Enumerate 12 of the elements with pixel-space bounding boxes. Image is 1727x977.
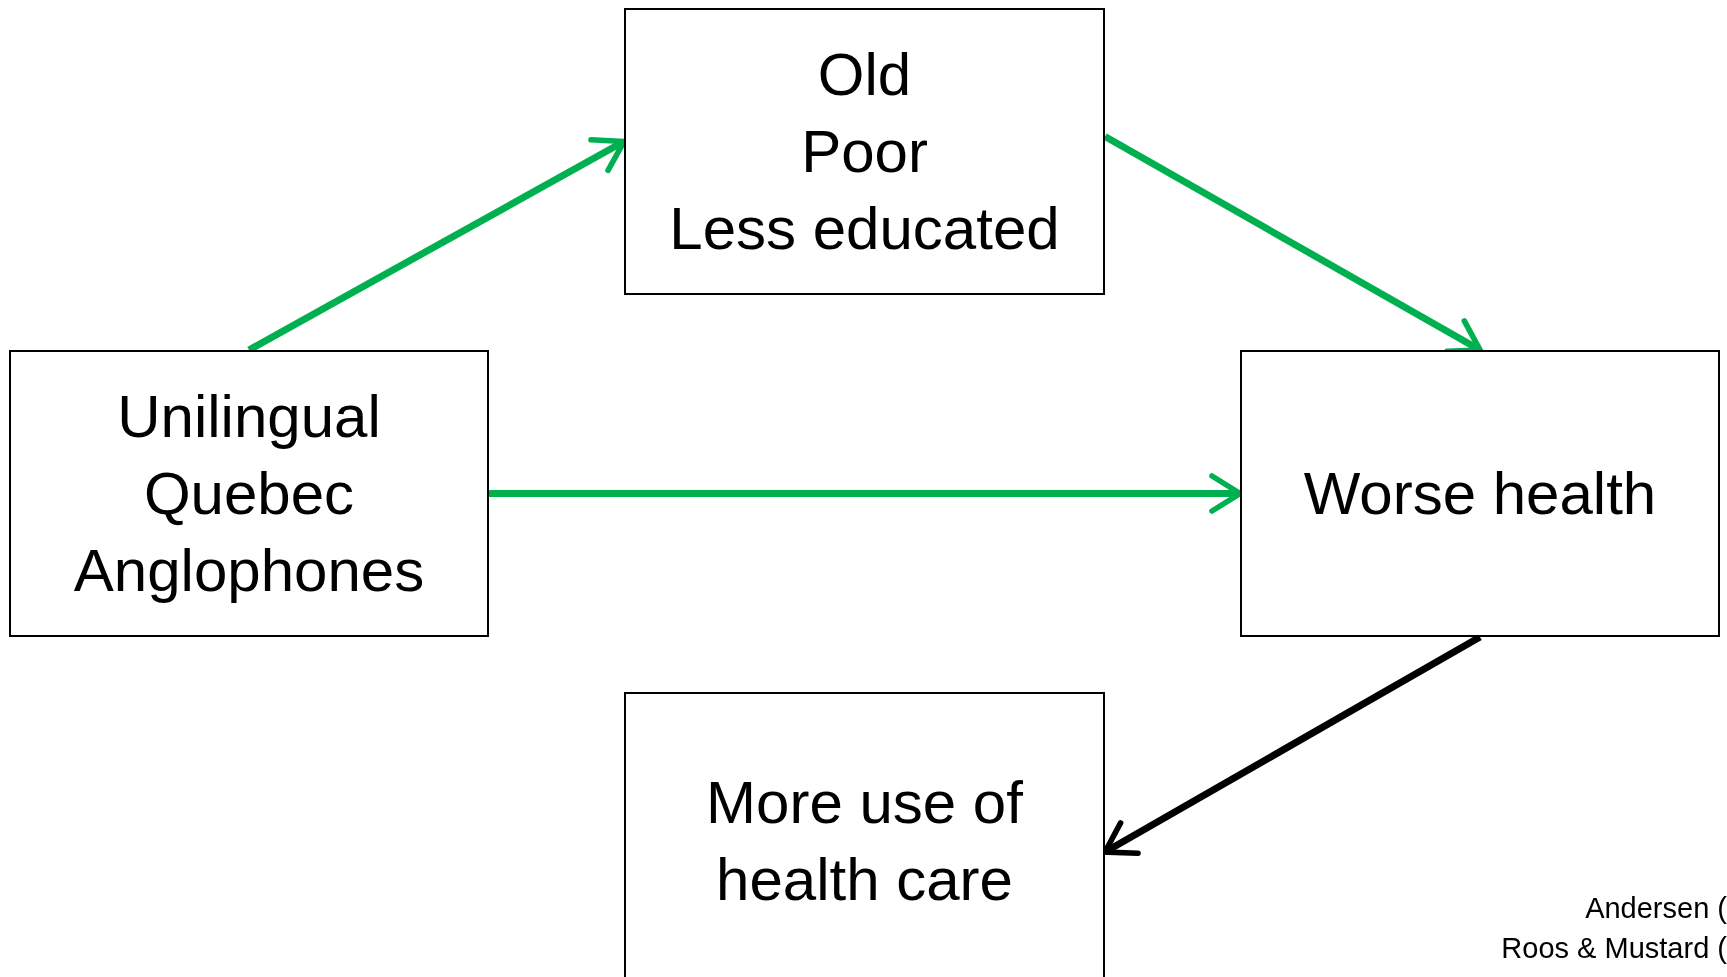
text-box <box>624 8 1105 295</box>
box-label: More use of health care <box>705 768 1024 915</box>
text-box <box>9 350 489 637</box>
text-box <box>1240 350 1720 637</box>
citation: Andersen ( <box>1585 891 1727 926</box>
box-label: Poor <box>800 117 929 187</box>
citation: Roos & Mustard ( <box>1501 931 1727 966</box>
box-label: Less educated <box>668 194 1061 264</box>
box-label: Worse health <box>1302 459 1658 529</box>
text-box <box>624 692 1105 977</box>
box-label: Unilingual Quebec Anglophones <box>72 382 426 606</box>
box-label: Old <box>816 40 913 110</box>
